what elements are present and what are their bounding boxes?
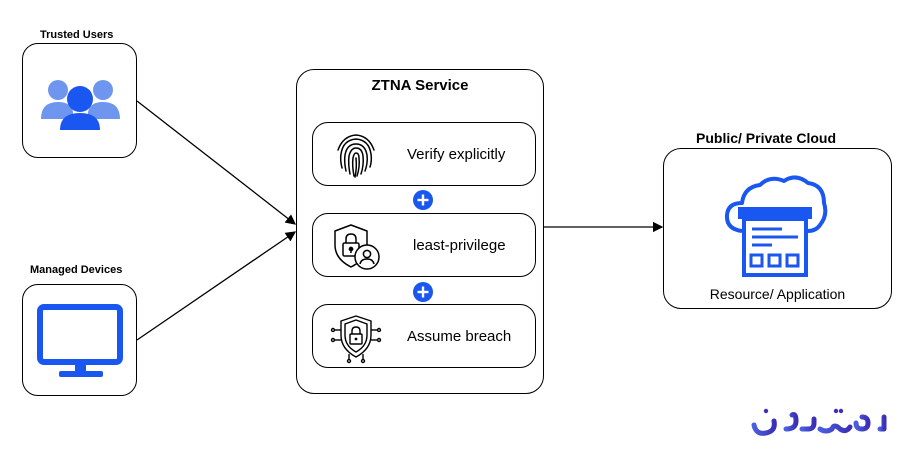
trusted-users-box [22,43,137,158]
iranserver-logo [751,408,887,436]
plus-circle-icon [413,282,433,302]
step-verify-label: Verify explicitly [407,146,506,163]
step-least-privilege-label: least-privilege [413,237,506,254]
plus-circle-icon [413,190,433,210]
ztna-service-box: ZTNA Service Verify explicitly [296,69,544,394]
step-verify-explicitly: Verify explicitly [312,122,536,186]
cloud-server-icon [724,175,828,277]
step-least-privilege: least-privilege [312,213,536,277]
cloud-title: Public/ Private Cloud [696,130,837,146]
step-assume-breach: Assume breach [312,304,536,368]
users-group-icon [41,80,120,130]
managed-devices-label: Managed Devices [30,264,123,276]
arrow-devices-to-ztna [136,231,297,341]
trusted-users-label: Trusted Users [40,29,114,41]
monitor-icon [37,304,123,377]
resource-application-label: Resource/ Application [709,286,846,302]
shield-lock-circuit-icon [330,315,382,364]
managed-devices-box [22,284,137,396]
arrow-users-to-ztna [136,100,297,225]
lock-shield-user-icon [334,224,380,270]
ztna-service-title: ZTNA Service [371,77,469,94]
step-assume-breach-label: Assume breach [407,328,512,345]
fingerprint-icon [337,134,375,178]
cloud-box: Resource/ Application [663,148,892,309]
